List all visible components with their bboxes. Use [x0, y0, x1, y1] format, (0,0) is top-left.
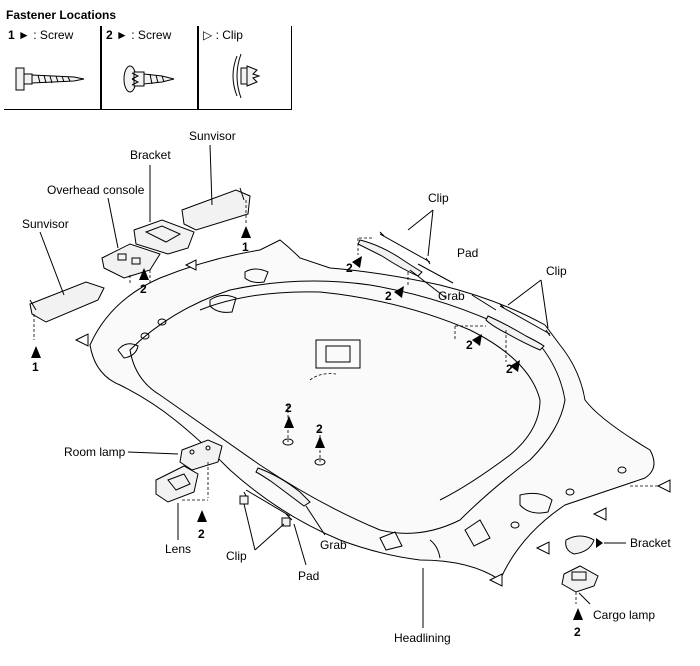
legend-cell-screw-2: 2 ► : Screw [101, 26, 198, 110]
screw-arrows [31, 226, 603, 620]
label-grab-bottom: Grab [320, 538, 347, 552]
legend-text: : Screw [33, 28, 74, 42]
legend-cell-screw-1: 1 ► : Screw [4, 26, 101, 110]
label-sunvisor-left: Sunvisor [22, 217, 69, 231]
screw-icon [123, 65, 175, 93]
lens [155, 465, 199, 503]
bracket-right [565, 535, 595, 555]
legend-cell-clip: ▷ : Clip [198, 26, 292, 110]
leader-lines [127, 209, 626, 628]
fastener-number: 2 [466, 338, 473, 352]
fastener-number: 2 [316, 422, 323, 436]
arrow-outline-icon: ▷ [203, 28, 213, 42]
fastener-number: 2 [140, 282, 147, 296]
legend-number: 1 [8, 28, 15, 42]
label-pad-bottom: Pad [298, 569, 319, 583]
arrow-icon: ► [18, 28, 30, 42]
sunvisor-left [29, 231, 105, 340]
label-clip-bottom: Clip [226, 549, 247, 563]
label-pad-top: Pad [457, 246, 478, 260]
label-sunvisor-right: Sunvisor [189, 129, 236, 143]
clip-arrows [74, 259, 671, 587]
label-room-lamp: Room lamp [64, 445, 126, 459]
grab-bottom [239, 467, 311, 527]
sunroof-cutout [315, 339, 361, 369]
headlining-panel [89, 239, 655, 581]
page-title: Fastener Locations [6, 8, 117, 22]
label-bracket-top: Bracket [130, 148, 171, 162]
label-grab-top: Grab [438, 289, 465, 303]
label-bracket-right: Bracket [630, 536, 671, 550]
fastener-number: 2 [506, 362, 513, 376]
label-lens: Lens [165, 542, 191, 556]
legend-text: : Clip [215, 28, 243, 42]
fastener-number: 2 [198, 527, 205, 541]
bracket-top [133, 165, 195, 255]
sunvisor-right [181, 144, 251, 231]
label-cargo-lamp: Cargo lamp [593, 608, 655, 622]
fastener-number: 1 [242, 240, 249, 254]
overhead-console [101, 197, 161, 285]
clip-icon [232, 53, 261, 99]
fastener-number: 2 [346, 261, 353, 275]
screw-icon [15, 67, 85, 91]
legend-text: : Screw [131, 28, 172, 42]
arrow-icon: ► [116, 28, 128, 42]
cargo-lamp [561, 565, 599, 604]
label-overhead-console: Overhead console [47, 183, 145, 197]
room-lamp [179, 439, 223, 501]
fastener-number: 2 [385, 289, 392, 303]
fastener-number: 1 [32, 360, 39, 374]
fastener-number: 2 [285, 401, 292, 415]
fastener-number: 2 [574, 625, 581, 639]
label-clip-top: Clip [428, 191, 449, 205]
label-headlining: Headlining [394, 631, 451, 645]
legend-number: 2 [106, 28, 113, 42]
grab-right [454, 303, 551, 362]
label-clip-right: Clip [546, 264, 567, 278]
